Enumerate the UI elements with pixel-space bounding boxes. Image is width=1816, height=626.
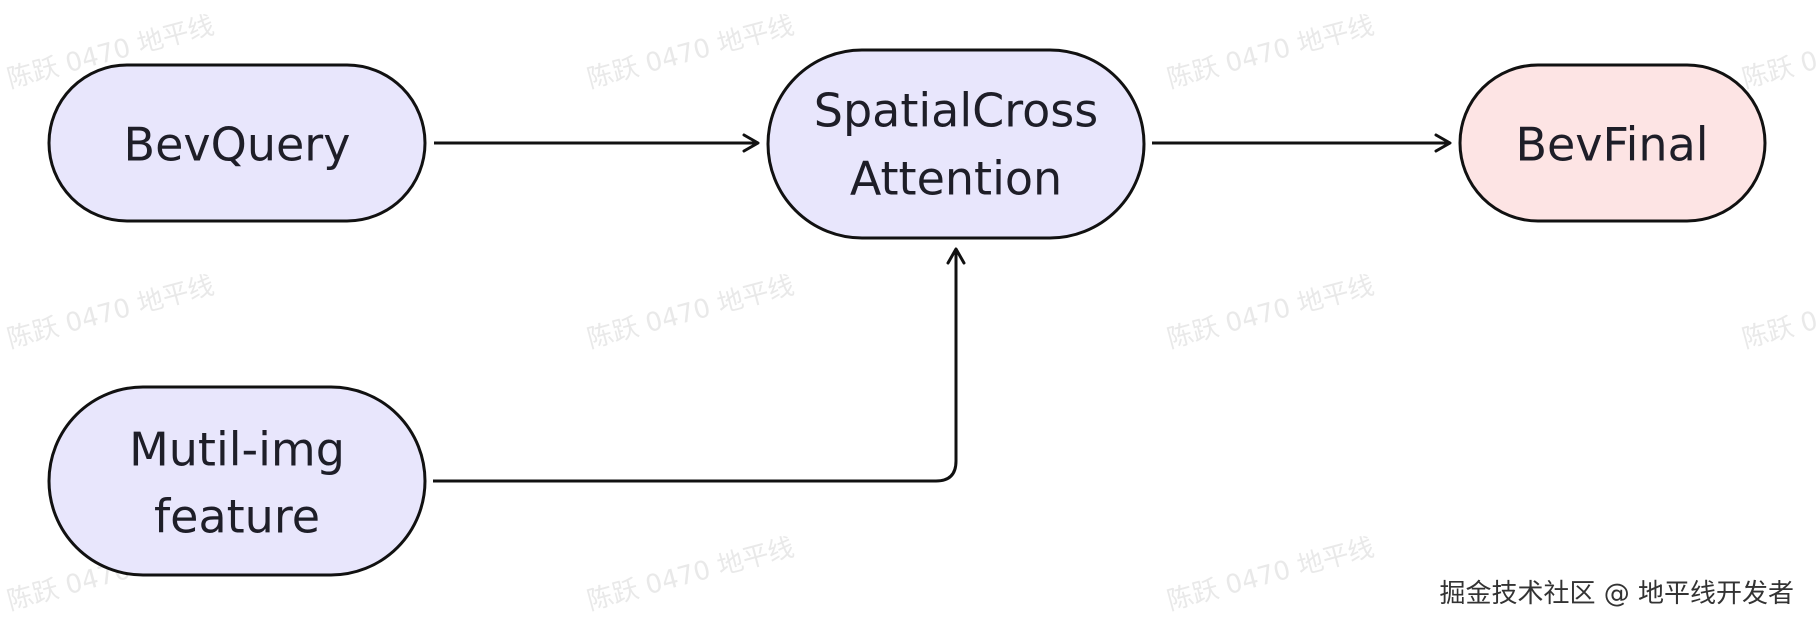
connectors <box>433 133 1452 483</box>
watermark-text: 陈跃 0470 地平线 <box>1739 271 1816 355</box>
watermark-text: 陈跃 0470 地平线 <box>584 533 797 617</box>
watermark-text: 陈跃 0470 地平线 <box>1739 11 1816 95</box>
node-bevfinal[interactable]: BevFinal <box>1458 63 1767 223</box>
watermark-text: 陈跃 0470 地平线 <box>1164 533 1377 617</box>
watermark-text: 陈跃 0470 地平线 <box>4 271 217 355</box>
node-multiimg-feature[interactable]: Mutil-img feature <box>47 385 427 577</box>
node-spatialcross-label-line1: SpatialCross <box>814 84 1098 138</box>
footer-credit: 掘金技术社区 @ 地平线开发者 <box>1439 579 1794 609</box>
node-spatialcross-shape <box>766 48 1146 240</box>
node-bevquery-label: BevQuery <box>124 118 351 172</box>
node-spatialcross-attention[interactable]: SpatialCross Attention <box>766 48 1146 240</box>
watermark-text: 陈跃 0470 地平线 <box>1164 271 1377 355</box>
node-bevquery-shape <box>47 63 427 223</box>
node-multiimg-label-line2: feature <box>154 490 320 544</box>
watermark-text: 陈跃 0470 地平线 <box>1164 11 1377 95</box>
node-bevfinal-shape <box>1458 63 1767 223</box>
node-multiimg-shape <box>47 385 427 577</box>
node-bevfinal-label: BevFinal <box>1515 118 1708 172</box>
node-spatialcross-label-line2: Attention <box>850 152 1062 206</box>
arrow-multiimg-to-spatialcross <box>433 247 966 483</box>
watermark-text: 陈跃 0470 地平线 <box>584 271 797 355</box>
watermark-text: 陈跃 0470 地平线 <box>584 11 797 95</box>
node-bevquery[interactable]: BevQuery <box>47 63 427 223</box>
node-multiimg-label-line1: Mutil-img <box>129 423 345 477</box>
